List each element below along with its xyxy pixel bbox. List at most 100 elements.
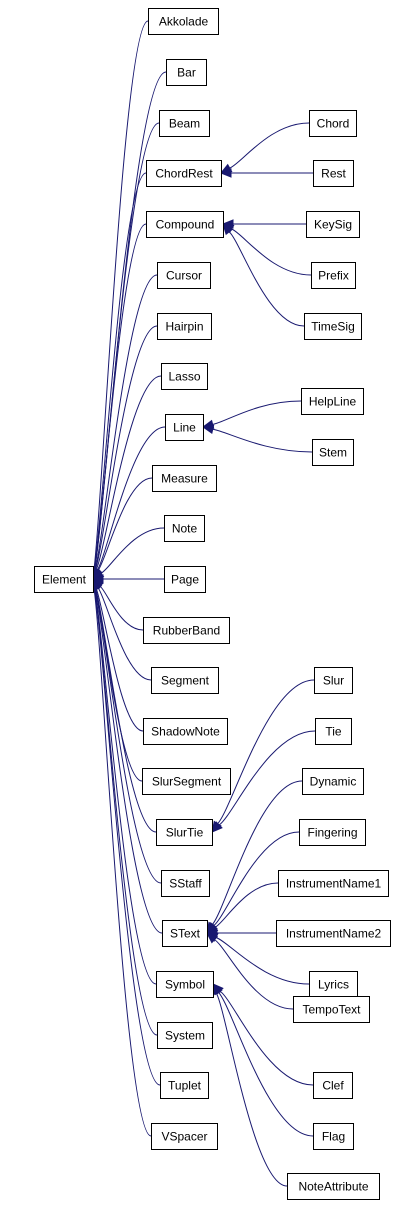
- class-node-system[interactable]: System: [157, 1022, 213, 1049]
- edge-prefix-to-compound: [231, 228, 312, 276]
- class-node-time-sig[interactable]: TimeSig: [304, 313, 362, 340]
- edge-bar-to-element: [93, 71, 167, 570]
- class-node-v-spacer[interactable]: VSpacer: [151, 1123, 218, 1150]
- class-node-symbol[interactable]: Symbol: [156, 971, 214, 998]
- class-node-label: KeySig: [314, 218, 352, 232]
- class-node-lasso[interactable]: Lasso: [161, 363, 208, 390]
- class-node-s-staff[interactable]: SStaff: [161, 870, 210, 897]
- class-node-box: [306, 211, 360, 238]
- class-node-tempo-text[interactable]: TempoText: [293, 996, 370, 1023]
- class-node-slur-tie[interactable]: SlurTie: [156, 819, 213, 846]
- class-node-box: [287, 1173, 380, 1200]
- class-node-element[interactable]: Element: [34, 566, 94, 593]
- edge-s-text-to-element: [94, 588, 163, 934]
- class-node-line[interactable]: Line: [165, 414, 204, 441]
- class-node-box: [143, 718, 228, 745]
- class-node-label: SText: [170, 927, 201, 941]
- edge-lyrics-to-s-text: [215, 936, 310, 985]
- class-node-chord[interactable]: Chord: [309, 110, 357, 137]
- class-node-clef[interactable]: Clef: [313, 1072, 353, 1099]
- edge-tempo-text-to-s-text: [214, 939, 294, 1010]
- class-node-box: [146, 211, 224, 238]
- class-node-label: ChordRest: [155, 167, 213, 181]
- class-node-tie[interactable]: Tie: [315, 718, 352, 745]
- class-node-measure[interactable]: Measure: [152, 465, 217, 492]
- class-node-label: SlurTie: [166, 826, 204, 840]
- class-node-box: [151, 667, 219, 694]
- edge-line-to-element: [96, 426, 166, 571]
- class-node-box: [146, 160, 222, 187]
- class-node-flag[interactable]: Flag: [313, 1123, 354, 1150]
- edge-note-to-element: [100, 527, 165, 574]
- class-node-fingering[interactable]: Fingering: [299, 819, 366, 846]
- edge-flag-to-symbol: [218, 992, 314, 1137]
- class-node-stem[interactable]: Stem: [312, 439, 354, 466]
- class-node-label: Stem: [319, 446, 347, 460]
- class-node-box: [34, 566, 94, 593]
- edge-instrument-name1-to-s-text: [214, 882, 279, 928]
- class-node-box: [152, 465, 217, 492]
- class-node-prefix[interactable]: Prefix: [311, 262, 356, 289]
- class-node-box: [156, 971, 214, 998]
- class-node-help-line[interactable]: HelpLine: [301, 388, 364, 415]
- class-node-label: RubberBand: [153, 624, 220, 638]
- class-node-s-text[interactable]: SText: [162, 920, 208, 947]
- class-node-box: [299, 819, 366, 846]
- class-node-tuplet[interactable]: Tuplet: [160, 1072, 209, 1099]
- class-node-shadow-note[interactable]: ShadowNote: [143, 718, 228, 745]
- class-node-hairpin[interactable]: Hairpin: [157, 313, 212, 340]
- class-node-lyrics[interactable]: Lyrics: [309, 971, 358, 998]
- class-node-cursor[interactable]: Cursor: [157, 262, 211, 289]
- class-node-beam[interactable]: Beam: [159, 110, 210, 137]
- class-node-instrument-name1[interactable]: InstrumentName1: [278, 870, 389, 897]
- edge-clef-to-symbol: [219, 990, 314, 1086]
- class-node-label: NoteAttribute: [298, 1180, 368, 1194]
- class-node-note[interactable]: Note: [164, 515, 205, 542]
- class-node-label: VSpacer: [161, 1130, 207, 1144]
- class-node-label: ShadowNote: [151, 725, 220, 739]
- class-node-label: Symbol: [165, 978, 205, 992]
- edge-help-line-to-line: [212, 400, 302, 425]
- class-node-segment[interactable]: Segment: [151, 667, 219, 694]
- class-node-box: [278, 870, 389, 897]
- class-node-label: Slur: [323, 674, 344, 688]
- class-node-label: TempoText: [302, 1003, 361, 1017]
- class-node-label: Note: [172, 522, 198, 536]
- class-node-label: Tie: [325, 725, 342, 739]
- edge-lasso-to-element: [95, 375, 162, 570]
- class-node-chord-rest[interactable]: ChordRest: [146, 160, 222, 187]
- class-node-label: Compound: [156, 218, 215, 232]
- class-node-note-attribute[interactable]: NoteAttribute: [287, 1173, 380, 1200]
- class-node-box: [165, 414, 204, 441]
- class-node-box: [301, 388, 364, 415]
- edge-time-sig-to-compound: [228, 231, 305, 327]
- edge-measure-to-element: [97, 477, 153, 571]
- edge-slur-to-slur-tie: [217, 679, 315, 825]
- class-node-key-sig[interactable]: KeySig: [306, 211, 360, 238]
- class-node-label: HelpLine: [309, 395, 357, 409]
- class-node-page[interactable]: Page: [164, 566, 206, 593]
- class-node-box: [314, 667, 353, 694]
- class-node-box: [304, 313, 362, 340]
- class-node-rubber-band[interactable]: RubberBand: [143, 617, 230, 644]
- edge-dynamic-to-s-text: [211, 780, 303, 925]
- class-node-label: Beam: [169, 117, 200, 131]
- class-node-compound[interactable]: Compound: [146, 211, 224, 238]
- class-node-label: TimeSig: [311, 320, 355, 334]
- class-node-box: [151, 1123, 218, 1150]
- class-node-label: InstrumentName2: [286, 927, 382, 941]
- class-node-rest[interactable]: Rest: [313, 160, 354, 187]
- class-node-dynamic[interactable]: Dynamic: [302, 768, 364, 795]
- class-node-box: [148, 8, 219, 35]
- class-node-instrument-name2[interactable]: InstrumentName2: [276, 920, 391, 947]
- class-node-box: [164, 515, 205, 542]
- class-node-slur-segment[interactable]: SlurSegment: [142, 768, 231, 795]
- class-node-bar[interactable]: Bar: [166, 59, 207, 86]
- class-node-label: SStaff: [169, 877, 202, 891]
- class-node-slur[interactable]: Slur: [314, 667, 353, 694]
- class-node-box: [161, 870, 210, 897]
- class-node-akkolade[interactable]: Akkolade: [148, 8, 219, 35]
- class-node-box: [156, 819, 213, 846]
